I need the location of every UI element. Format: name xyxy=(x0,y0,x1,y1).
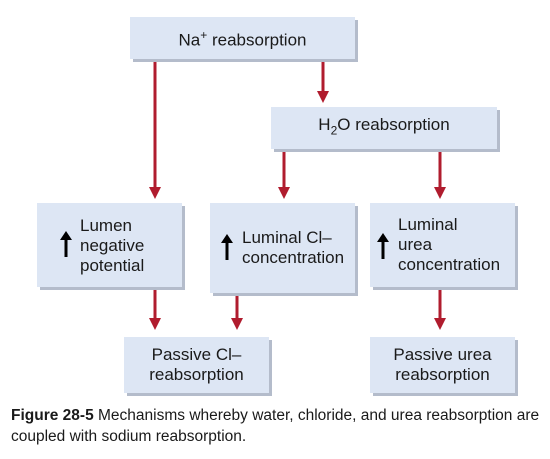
lumen-label: Lumen negative potential xyxy=(80,216,145,275)
node-na-reabsorption: Na+ reabsorption xyxy=(130,17,355,59)
node-na-label: Na+ reabsorption xyxy=(178,28,307,50)
up-arrow-icon xyxy=(221,234,233,260)
urea-conc-label: Luminal urea concentration xyxy=(398,215,501,274)
node-luminal-urea-concentration: Luminal urea concentration xyxy=(370,203,515,287)
figure-label: Figure 28-5 xyxy=(11,407,94,424)
up-arrow-icon xyxy=(60,231,72,257)
node-h2o-reabsorption: H2O reabsorption xyxy=(271,107,497,149)
node-passive-urea-reabsorption: Passive urea reabsorption xyxy=(370,337,515,393)
node-passive-cl-reabsorption: Passive Cl– reabsorption xyxy=(124,337,269,393)
arrow-layer xyxy=(149,60,446,330)
passive-cl-label: Passive Cl– reabsorption xyxy=(149,345,244,384)
passive-urea-label: Passive urea reabsorption xyxy=(393,345,492,384)
cl-conc-label: Luminal Cl– concentration xyxy=(242,228,345,267)
node-h2o-label: H2O reabsorption xyxy=(318,115,450,138)
caption-text: Mechanisms whereby water, chloride, and … xyxy=(11,407,540,445)
figure-caption: Figure 28-5 Mechanisms whereby water, ch… xyxy=(11,405,541,447)
up-arrow-icon xyxy=(377,233,389,259)
node-lumen-negative-potential: Lumen negative potential xyxy=(37,203,182,287)
node-luminal-cl-concentration: Luminal Cl– concentration xyxy=(210,203,355,293)
